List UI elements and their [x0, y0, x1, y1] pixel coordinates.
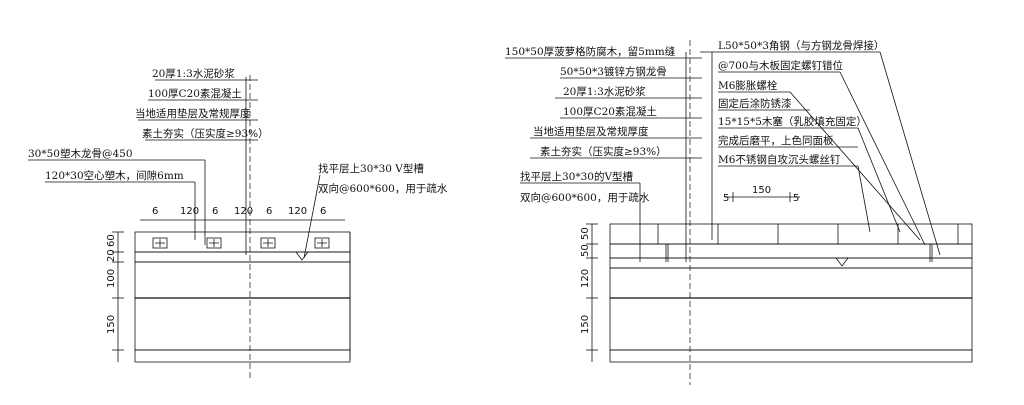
right-mortar-layer [609, 257, 973, 269]
left-top-dim-5: 120 [288, 206, 307, 217]
right-v-groove [835, 257, 849, 267]
right-label-3: M6膨胀螺栓 [718, 79, 778, 92]
right-concrete-layer [609, 267, 973, 299]
left-top-dim-2: 6 [212, 206, 218, 217]
right-groove-label-1: 找平层上30*30的V型槽 [520, 170, 634, 183]
right-side-dim-120: 120 [580, 269, 591, 288]
right-wood-layer [609, 223, 973, 245]
left-layer-label-1: 20厚1:3水泥砂浆 [152, 67, 235, 80]
left-soil-layer [134, 349, 351, 363]
right-label-2: @700与木板固定螺钉错位 [718, 59, 844, 72]
right-cushion-layer [609, 297, 973, 351]
left-layer-label-4: 素土夯实（压实度≥93%） [142, 127, 269, 140]
right-detail: 50 50 120 150 5 150 5 1 [505, 39, 973, 385]
right-top-dim-0: 5 [723, 193, 729, 204]
right-side-dim-50a: 50 [580, 227, 591, 240]
right-side-dim-50b: 50 [580, 244, 591, 257]
left-concrete-layer [134, 261, 351, 299]
left-layer-label-2: 100厚C20素混凝土 [148, 87, 242, 100]
right-left-label-3: 20厚1:3水泥砂浆 [563, 85, 646, 98]
right-side-dim-150: 150 [580, 315, 591, 334]
left-top-dim-3: 120 [234, 206, 253, 217]
right-top-dim-1: 150 [752, 185, 771, 196]
left-side-dim-20: 20 [106, 249, 117, 262]
left-top-dim-1: 120 [180, 206, 199, 217]
right-left-label-6: 素土夯实（压实度≥93%） [540, 145, 667, 158]
left-top-dim-0: 6 [152, 206, 158, 217]
left-board-label: 120*30空心塑木，间隙6mm [45, 169, 184, 182]
left-groove-label-2: 双向@600*600，用于疏水 [318, 182, 448, 195]
left-groove-label-1: 找平层上30*30 V型槽 [318, 162, 424, 175]
left-detail: 60 20 100 150 6 120 6 120 6 120 6 20厚1:3… [28, 67, 448, 380]
right-board-gaps [657, 224, 959, 244]
right-left-label-1: 150*50厚菠萝格防腐木，留5mm缝 [505, 45, 676, 58]
right-label-5: 15*15*5木塞（乳胶填充固定） [718, 115, 867, 128]
right-steel-joist-layer [609, 243, 973, 259]
right-label-1: L50*50*3角钢（与方钢龙骨焊接） [718, 39, 884, 52]
right-label-6: 完成后磨平，上色同面板 [718, 134, 834, 147]
right-left-label-5: 当地适用垫层及常规厚度 [533, 125, 649, 138]
right-left-label-4: 100厚C20素混凝土 [563, 105, 657, 118]
left-side-dim-150: 150 [106, 315, 117, 334]
left-joist-label: 30*50塑木龙骨@450 [28, 147, 133, 160]
left-joists [152, 237, 330, 249]
right-top-dim-2: 5 [793, 193, 799, 204]
left-layer-label-3: 当地适用垫层及常规厚度 [135, 107, 251, 120]
left-mortar-layer [134, 251, 351, 263]
right-bolts [665, 244, 933, 262]
left-v-groove [295, 251, 309, 261]
left-top-dim-6: 6 [320, 206, 326, 217]
left-cushion-layer [134, 297, 351, 351]
left-side-dim-60: 60 [106, 234, 117, 247]
right-left-label-2: 50*50*3镀锌方钢龙骨 [560, 65, 667, 78]
right-label-4: 固定后涂防锈漆 [718, 97, 792, 110]
left-top-dim-4: 6 [266, 206, 272, 217]
right-soil-layer [609, 349, 973, 363]
right-label-7: M6不锈钢自攻沉头螺丝钉 [718, 153, 841, 166]
right-groove-label-2: 双向@600*600，用于疏水 [520, 191, 650, 204]
left-side-dim-100: 100 [106, 269, 117, 288]
